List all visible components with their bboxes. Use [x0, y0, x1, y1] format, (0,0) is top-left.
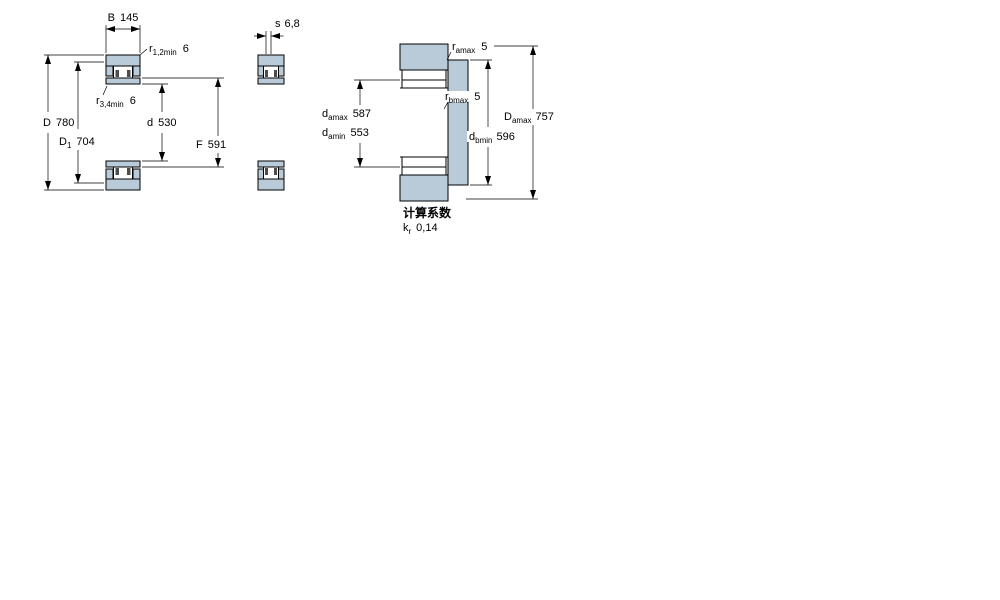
extension-line-s	[265, 31, 272, 54]
bearing-inner-lines	[402, 79, 446, 168]
cage-segment-left-top	[115, 70, 119, 77]
housing-shoulder-top	[399, 43, 449, 71]
outer-ring-flange-right-bottom	[132, 168, 141, 180]
leader-line-rbmax	[443, 101, 449, 110]
outer-ring-bottom	[105, 178, 141, 191]
outer-ring-flange-right-top	[278, 65, 285, 77]
housing-shoulder-bottom	[399, 174, 449, 202]
cage-segment-left-bottom	[265, 168, 268, 175]
cage-segment-right-top	[127, 70, 131, 77]
leader-line-ramax	[446, 51, 452, 61]
cage-segment-left-bottom	[115, 168, 119, 175]
cage-segment-right-bottom	[274, 168, 277, 175]
label-background	[450, 41, 494, 52]
inner-ring-bottom	[105, 160, 141, 168]
outer-ring-top	[257, 54, 285, 67]
cage-segment-left-top	[265, 70, 268, 77]
bearing-outline-bottom	[401, 156, 447, 176]
extension-line-db	[470, 59, 492, 186]
leader-line-r34min	[102, 85, 108, 96]
outer-ring-flange-left-bottom	[105, 168, 114, 180]
label-background	[443, 91, 490, 102]
calc-factors-heading: 计算系数	[403, 205, 452, 220]
extension-line-D	[44, 54, 104, 191]
outer-ring-flange-left-bottom	[257, 168, 264, 180]
outer-ring-flange-left-top	[257, 65, 264, 77]
extension-line-D1	[74, 61, 104, 184]
leader-line-r12min	[139, 48, 148, 56]
cage-segment-right-bottom	[127, 168, 131, 175]
bearing-outline-top	[401, 69, 447, 89]
outer-ring-flange-right-bottom	[278, 168, 285, 180]
extension-line-F	[142, 77, 224, 168]
outer-ring-flange-right-top	[132, 65, 141, 77]
inner-ring-top	[105, 77, 141, 85]
shaft-abutment-shoulder	[447, 59, 469, 186]
extension-line-da	[354, 79, 400, 168]
shaft-surface-lines	[400, 87, 448, 158]
inner-ring-bottom	[257, 160, 285, 168]
inner-ring-top	[257, 77, 285, 85]
label-background	[467, 131, 514, 142]
outer-ring-top	[105, 54, 141, 67]
outer-ring-bottom	[257, 178, 285, 191]
outer-ring-flange-left-top	[105, 65, 114, 77]
cage-segment-right-top	[274, 70, 277, 77]
